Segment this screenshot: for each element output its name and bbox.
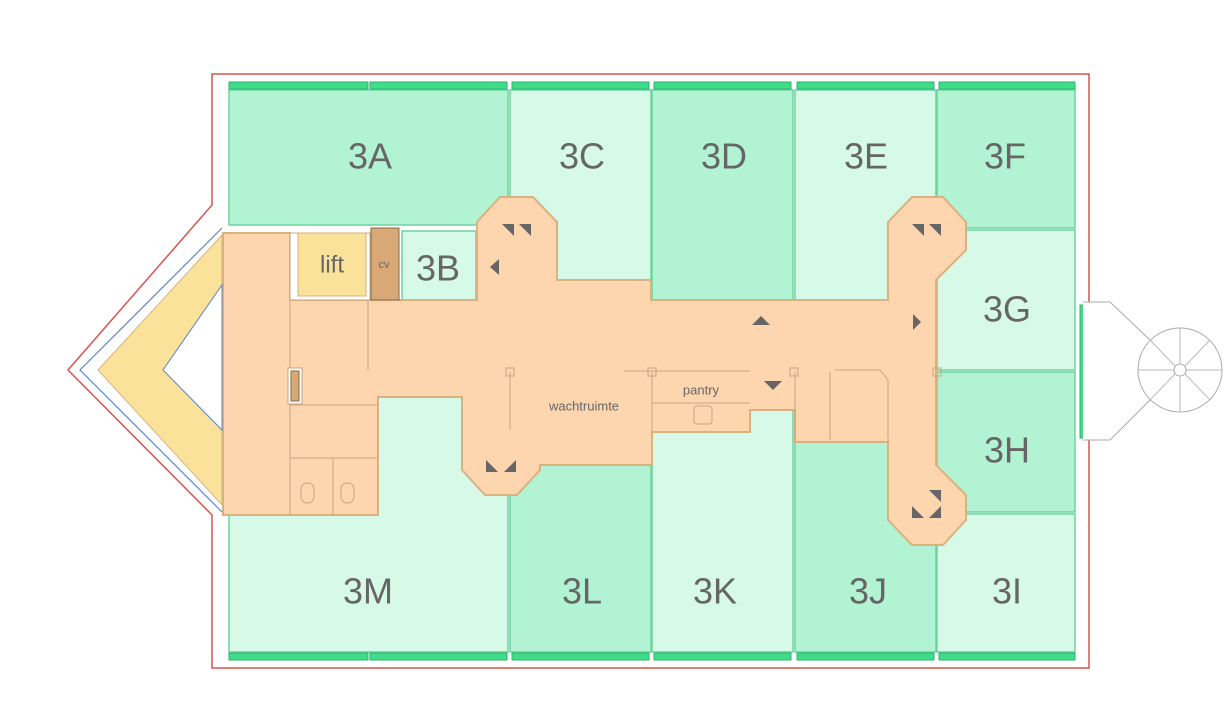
pantry-label: pantry (683, 383, 720, 398)
room-3F[interactable] (936, 89, 1076, 229)
arrow-icon (502, 224, 514, 236)
room-label-3H: 3H (984, 430, 1030, 471)
arrow-icon (929, 224, 941, 236)
lift[interactable] (297, 232, 367, 297)
windows (228, 81, 1085, 661)
room-label-3C: 3C (559, 136, 605, 177)
arrow-icon (929, 506, 941, 518)
room-labels: 3A 3B 3C 3D 3E 3F 3G 3H 3I 3J 3K 3L 3M w… (343, 136, 1031, 612)
spiral-staircase (1083, 301, 1223, 441)
corridor (222, 196, 967, 546)
room-label-3K: 3K (693, 571, 737, 612)
room-3A[interactable] (228, 89, 509, 226)
room-label-3A: 3A (348, 136, 392, 177)
room-label-3B: 3B (416, 248, 460, 289)
room-label-3M: 3M (343, 571, 393, 612)
arrow-icon (929, 490, 941, 502)
cv-room (370, 227, 400, 301)
arrow-icon (912, 506, 924, 518)
room-label-3G: 3G (983, 289, 1031, 330)
stair-void (162, 283, 223, 432)
waiting-area-label: wachtruimte (548, 399, 619, 414)
lift-label: lift (320, 252, 344, 279)
room-label-3I: 3I (992, 571, 1022, 612)
rooms (228, 89, 1076, 653)
arrow-icon (490, 259, 499, 275)
cv-label: cv (379, 259, 391, 271)
room-label-3F: 3F (984, 136, 1026, 177)
room-label-3E: 3E (844, 136, 888, 177)
room-label-3D: 3D (701, 136, 747, 177)
room-3I[interactable] (936, 513, 1076, 653)
direction-markers (486, 224, 941, 518)
arrow-icon (486, 460, 498, 472)
room-3B[interactable] (401, 230, 477, 301)
arrow-icon (764, 381, 782, 390)
building-inner-outline (79, 227, 223, 513)
room-3D[interactable] (651, 89, 794, 301)
arrow-icon (752, 316, 770, 325)
room-3L[interactable] (509, 464, 652, 653)
toilet-icon (340, 482, 355, 504)
room-3K[interactable] (651, 409, 794, 653)
arrow-icon (913, 314, 921, 330)
interior-walls (287, 300, 942, 515)
arrow-icon (912, 224, 924, 236)
arrow-icon (519, 224, 531, 236)
arrow-icon (504, 460, 516, 472)
toilet-icon (300, 482, 315, 504)
room-label-3J: 3J (849, 571, 887, 612)
room-label-3L: 3L (562, 571, 602, 612)
